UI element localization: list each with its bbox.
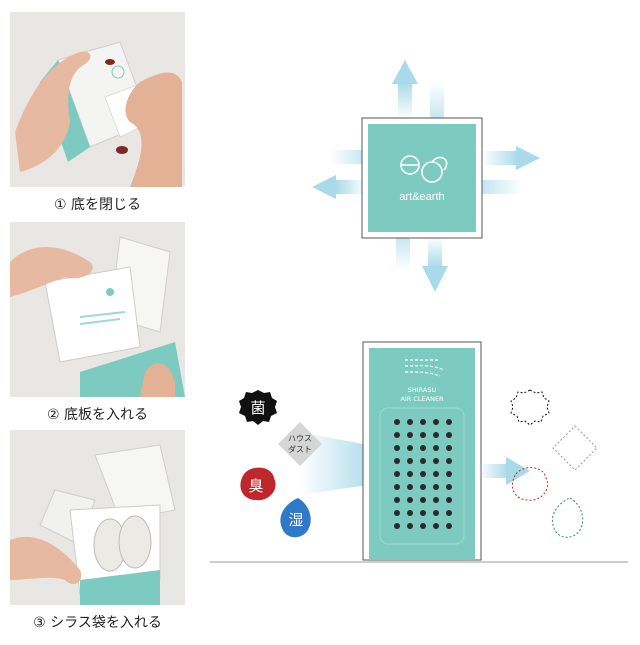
vent-hole [407, 523, 413, 529]
device-name-line1: SHIRASU [408, 386, 437, 394]
vent-hole [433, 523, 439, 529]
vent-hole [420, 497, 426, 503]
vent-hole [394, 432, 400, 438]
vent-hole [407, 432, 413, 438]
vent-hole [420, 471, 426, 477]
cleaned-dust-outline [552, 425, 598, 471]
vent-hole [420, 523, 426, 529]
vent-hole [446, 523, 452, 529]
humidity-label: 湿 [288, 511, 303, 529]
vent-holes [394, 419, 452, 529]
house-dust-label-2: ダスト [288, 444, 312, 454]
vent-hole [433, 458, 439, 464]
vent-hole [433, 497, 439, 503]
house-dust-label-1: ハウス [288, 434, 312, 443]
top-device-arrows [312, 60, 540, 292]
vent-hole [446, 445, 452, 451]
outflow-arrow-icon [506, 457, 530, 485]
vent-hole [407, 510, 413, 516]
vent-hole [407, 497, 413, 503]
vent-hole [394, 458, 400, 464]
germs-label: 菌 [250, 399, 265, 417]
arrow-right-icon [516, 146, 540, 170]
vent-hole [420, 458, 426, 464]
vent-hole [420, 445, 426, 451]
vent-hole [420, 419, 426, 425]
vent-hole [433, 432, 439, 438]
vent-hole [394, 497, 400, 503]
vent-hole [394, 523, 400, 529]
vent-hole [433, 445, 439, 451]
step2-caption: ② 底板を入れる [46, 407, 148, 423]
vent-hole [446, 484, 452, 490]
cleaned-germs-outline [510, 389, 550, 426]
vent-hole [446, 497, 452, 503]
vent-hole [420, 432, 426, 438]
arrow-left-icon [312, 175, 336, 199]
vent-hole [433, 471, 439, 477]
cleaned-humidity-outline [552, 497, 584, 538]
bottom-device: SHIRASU AIR CLEANER [362, 341, 482, 561]
vent-hole [394, 484, 400, 490]
pollutant-house-dust: ハウス ダスト [278, 422, 322, 466]
vent-hole [433, 510, 439, 516]
step1-photo [10, 12, 185, 187]
vent-hole [446, 510, 452, 516]
pollutant-odor: 臭 [240, 467, 276, 501]
vent-hole [433, 484, 439, 490]
top-device: art&earth [361, 117, 483, 239]
vent-hole [420, 484, 426, 490]
vent-hole [446, 432, 452, 438]
odor-label: 臭 [248, 477, 263, 495]
brand-text: art&earth [399, 191, 444, 203]
arrow-up-icon [392, 60, 418, 84]
step1-caption: ① 底を閉じる [53, 197, 141, 213]
vent-hole [407, 445, 413, 451]
vent-hole [407, 484, 413, 490]
arrow-down-icon [422, 266, 448, 292]
vent-hole [446, 471, 452, 477]
step3-photo [10, 430, 185, 605]
vent-hole [407, 471, 413, 477]
vent-hole [420, 510, 426, 516]
vent-hole [407, 458, 413, 464]
vent-hole [433, 419, 439, 425]
vent-hole [407, 419, 413, 425]
step2-photo [10, 222, 185, 397]
vent-hole [446, 458, 452, 464]
vent-hole [394, 471, 400, 477]
vent-hole [394, 445, 400, 451]
cleaned-odor-outline [512, 467, 548, 501]
vent-hole [394, 419, 400, 425]
vent-hole [394, 510, 400, 516]
wind-lines-icon [404, 359, 445, 377]
outflow-beam [478, 464, 508, 478]
pollutant-germs: 菌 [239, 390, 277, 425]
vent-hole [446, 419, 452, 425]
ae-loop-logo-icon [400, 155, 448, 183]
step3-caption: ③ シラス袋を入れる [33, 615, 162, 631]
pollutant-humidity: 湿 [280, 498, 311, 538]
device-name-line2: AIR CLEANER [400, 395, 444, 403]
